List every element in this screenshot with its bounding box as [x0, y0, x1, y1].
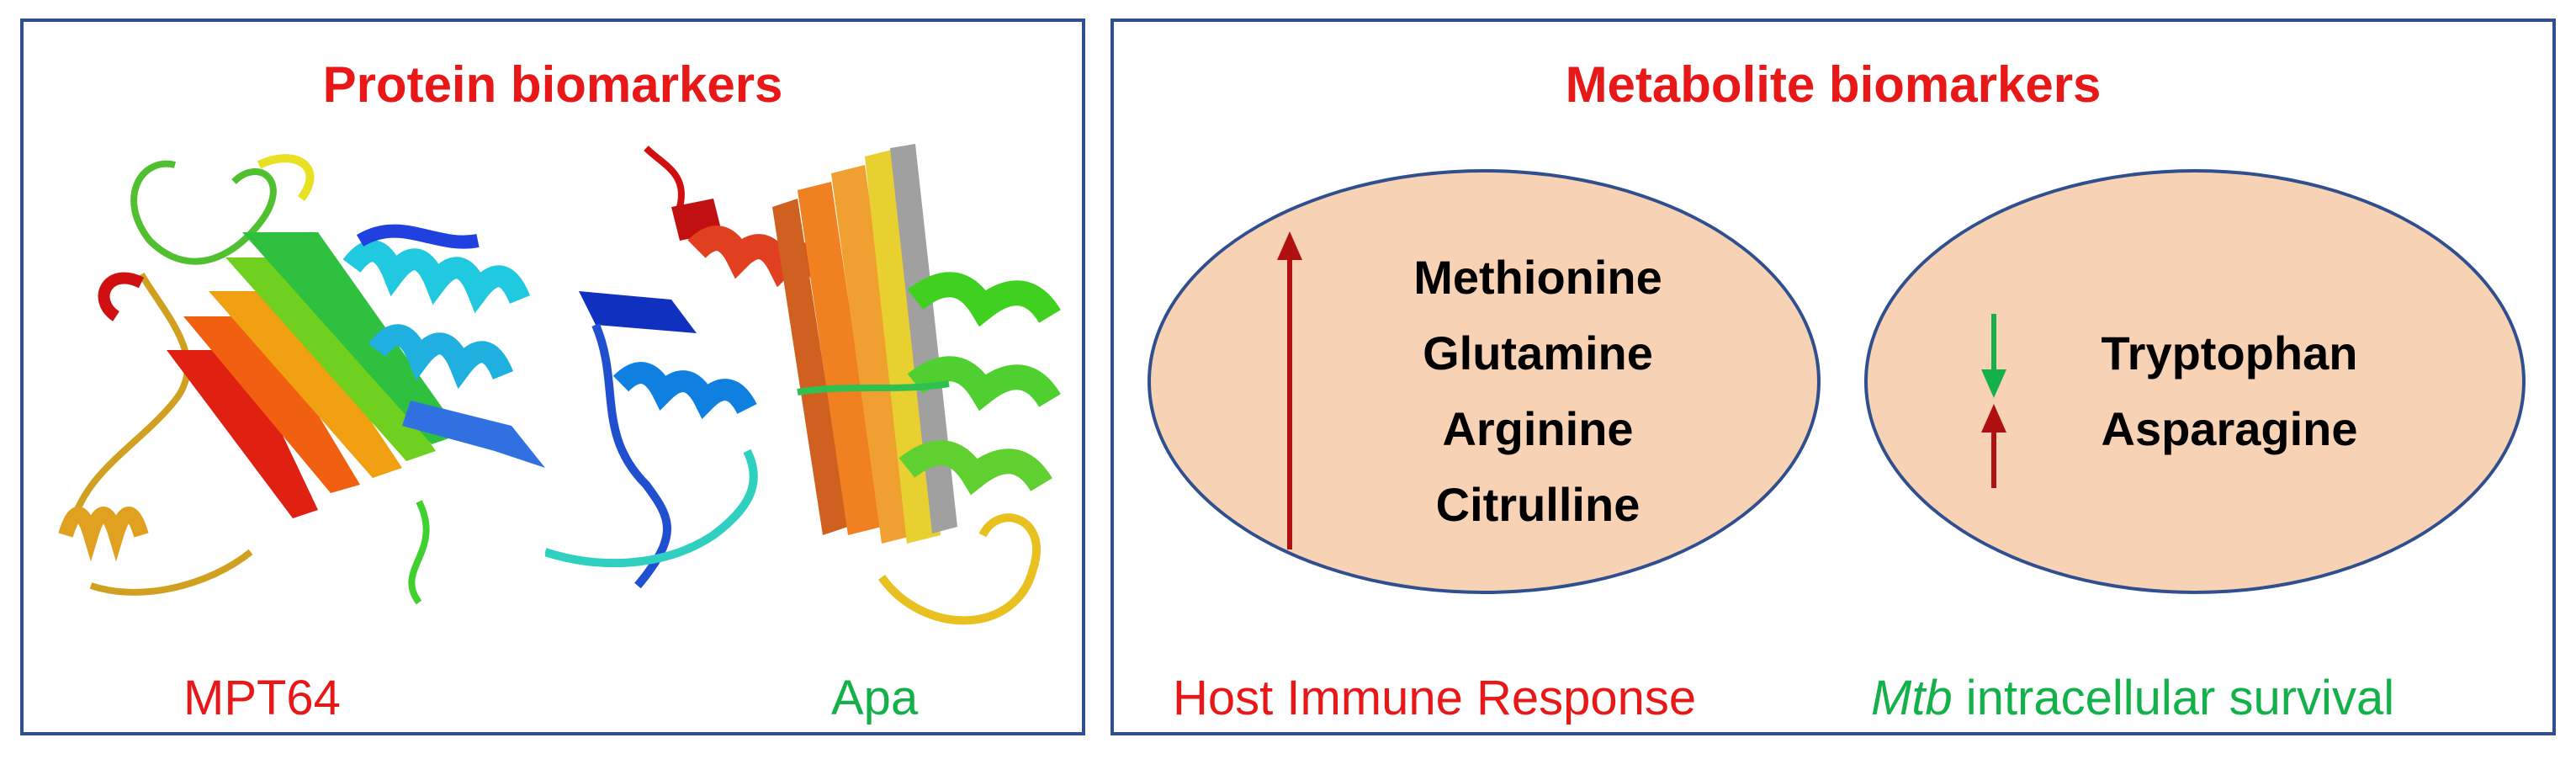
metabolite-citrulline: Citrulline: [1435, 478, 1640, 531]
mtb-italic-text: Mtb: [1871, 671, 1953, 725]
mtb-survival-text: intracellular survival: [1952, 671, 2395, 725]
up-arrow-icon: [1981, 404, 2006, 488]
host-metabolite-list: Methionine Glutamine Arginine Citrulline: [1328, 240, 1748, 543]
apa-structure-image: [545, 144, 1061, 625]
metabolite-panel-title: Metabolite biomarkers: [1565, 56, 2102, 113]
host-metabolite-ellipse: Methionine Glutamine Arginine Citrulline: [1148, 169, 1821, 594]
protein-label-mpt64: MPT64: [183, 671, 341, 725]
metabolite-methionine: Methionine: [1413, 251, 1662, 304]
metabolite-asparagine: Asparagine: [2101, 402, 2358, 455]
up-arrow-icon: [1277, 231, 1302, 549]
protein-label-apa: Apa: [831, 671, 919, 725]
protein-panel-title: Protein biomarkers: [322, 56, 783, 113]
metabolite-biomarkers-panel: Metabolite biomarkers Methionine Glutami…: [1110, 19, 2556, 735]
mtb-metabolite-ellipse: Tryptophan Asparagine: [1864, 169, 2526, 594]
host-immune-response-label: Host Immune Response: [1173, 671, 1697, 725]
metabolite-tryptophan: Tryptophan: [2101, 326, 2358, 380]
protein-biomarkers-panel: Protein biomarkers: [20, 19, 1085, 735]
metabolite-arginine: Arginine: [1442, 402, 1634, 455]
mtb-survival-label: Mtb intracellular survival: [1871, 670, 2394, 726]
mtb-metabolite-list: Tryptophan Asparagine: [2027, 316, 2431, 467]
down-arrow-icon: [1981, 314, 2006, 398]
metabolite-glutamine: Glutamine: [1423, 326, 1653, 380]
mpt64-structure-image: [58, 154, 545, 605]
